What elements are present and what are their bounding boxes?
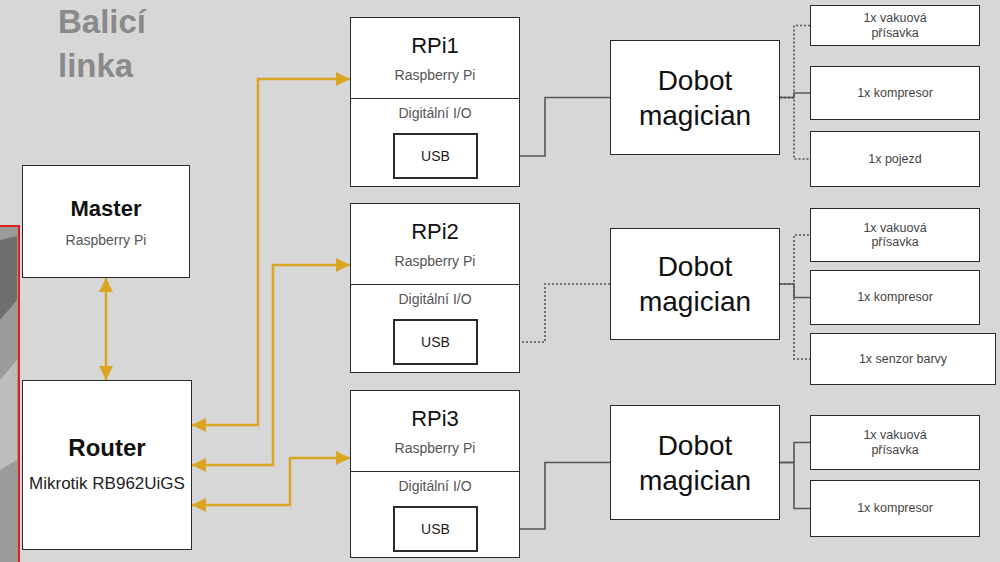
usb-port: USB bbox=[393, 319, 478, 365]
usb-port: USB bbox=[393, 506, 478, 552]
network-link bbox=[192, 265, 350, 465]
io-section: Digitální I/O USB bbox=[351, 98, 519, 186]
text-group: Digitální I/O bbox=[351, 472, 519, 498]
accessory-box: 1x kompresor bbox=[810, 480, 980, 537]
cable-link bbox=[780, 98, 810, 160]
title: Balicí linka bbox=[58, 0, 183, 88]
node-title: Master bbox=[71, 196, 142, 222]
node-title: Dobot magician bbox=[617, 249, 773, 319]
text-group: 1x vakuová přísavka bbox=[811, 416, 979, 469]
node-title: Digitální I/O bbox=[398, 291, 471, 307]
network-link bbox=[105, 278, 108, 380]
io-section: Digitální I/O USB bbox=[351, 284, 519, 372]
node-title: RPi2 bbox=[411, 219, 459, 245]
accessory-box: 1x vakuová přísavka bbox=[810, 415, 980, 470]
text-group: Dobot magician bbox=[611, 41, 779, 154]
node-title: USB bbox=[421, 521, 450, 537]
text-group: 1x kompresor bbox=[811, 481, 979, 536]
node-title: Router bbox=[68, 434, 145, 462]
node-subtitle: Raspberry Pi bbox=[395, 67, 476, 83]
text-group: Digitální I/O bbox=[351, 99, 519, 125]
text-group: 1x vakuová přísavka bbox=[811, 6, 979, 45]
text-group: 1x vakuová přísavka bbox=[811, 209, 979, 261]
text-group: RPi3Raspberry Pi bbox=[351, 391, 519, 471]
accessory-box: 1x kompresor bbox=[810, 270, 980, 325]
usb-port: USB bbox=[393, 133, 478, 179]
node-title: Digitální I/O bbox=[398, 105, 471, 121]
node-subtitle: Raspberry Pi bbox=[66, 232, 147, 248]
node-title: 1x vakuová přísavka bbox=[839, 11, 951, 40]
node-title: 1x senzor barvy bbox=[859, 352, 947, 366]
node-subtitle: Raspberry Pi bbox=[395, 440, 476, 456]
node-title: USB bbox=[421, 148, 450, 164]
text-group: MasterRaspberry Pi bbox=[23, 166, 189, 277]
text-group: Dobot magician bbox=[611, 406, 779, 519]
cable-link bbox=[780, 284, 810, 298]
cable-link bbox=[780, 26, 810, 98]
robot-box: Dobot magician bbox=[610, 40, 780, 155]
text-group: 1x kompresor bbox=[811, 67, 979, 119]
network-link bbox=[192, 79, 350, 425]
cable-link bbox=[780, 284, 810, 359]
text-group: USB bbox=[395, 321, 476, 363]
network-link bbox=[192, 458, 350, 505]
robot-box: Dobot magician bbox=[610, 405, 780, 520]
node-title: Dobot magician bbox=[617, 63, 773, 133]
node-title: RPi1 bbox=[411, 33, 459, 59]
text-group: RouterMikrotik RB962UiGS bbox=[23, 381, 191, 549]
raspberry-box: RPi1Raspberry Pi Digitální I/O USB bbox=[350, 17, 520, 187]
accessory-box: 1x vakuová přísavka bbox=[810, 5, 980, 46]
node-title: Digitální I/O bbox=[398, 478, 471, 494]
cable-link bbox=[780, 443, 810, 463]
node-subtitle: Raspberry Pi bbox=[395, 253, 476, 269]
accessory-box: 1x kompresor bbox=[810, 66, 980, 120]
text-group: RPi2Raspberry Pi bbox=[351, 204, 519, 284]
text-group: RPi1Raspberry Pi bbox=[351, 18, 519, 98]
accessory-box: 1x vakuová přísavka bbox=[810, 208, 980, 262]
cable-link bbox=[780, 235, 810, 284]
node-title: 1x vakuová přísavka bbox=[839, 428, 951, 457]
master-box: MasterRaspberry Pi bbox=[22, 165, 190, 278]
text-group: Dobot magician bbox=[611, 229, 779, 339]
node-title: 1x vakuová přísavka bbox=[839, 221, 951, 250]
photo-shape bbox=[0, 236, 17, 320]
text-group: USB bbox=[395, 135, 476, 177]
router-box: RouterMikrotik RB962UiGS bbox=[22, 380, 192, 550]
node-title: 1x pojezd bbox=[868, 152, 922, 166]
text-group: Digitální I/O bbox=[351, 285, 519, 311]
accessory-box: 1x senzor barvy bbox=[810, 333, 996, 385]
text-group: USB bbox=[395, 508, 476, 550]
node-title: USB bbox=[421, 334, 450, 350]
node-title: RPi3 bbox=[411, 406, 459, 432]
io-section: Digitální I/O USB bbox=[351, 471, 519, 557]
node-title: 1x kompresor bbox=[857, 290, 933, 304]
raspberry-box: RPi3Raspberry Pi Digitální I/O USB bbox=[350, 390, 520, 558]
text-group: 1x senzor barvy bbox=[811, 334, 995, 384]
node-subtitle: Mikrotik RB962UiGS bbox=[29, 472, 185, 497]
photo-shape bbox=[0, 360, 17, 470]
text-group: 1x kompresor bbox=[811, 271, 979, 324]
text-group: 1x pojezd bbox=[811, 132, 979, 186]
raspberry-box: RPi2Raspberry Pi Digitální I/O USB bbox=[350, 203, 520, 373]
node-title: 1x kompresor bbox=[857, 501, 933, 515]
accessory-box: 1x pojezd bbox=[810, 131, 980, 187]
node-title: 1x kompresor bbox=[857, 86, 933, 100]
node-title: Dobot magician bbox=[617, 428, 773, 498]
robot-box: Dobot magician bbox=[610, 228, 780, 340]
photo-frame bbox=[0, 226, 19, 562]
cable-link bbox=[780, 463, 810, 509]
